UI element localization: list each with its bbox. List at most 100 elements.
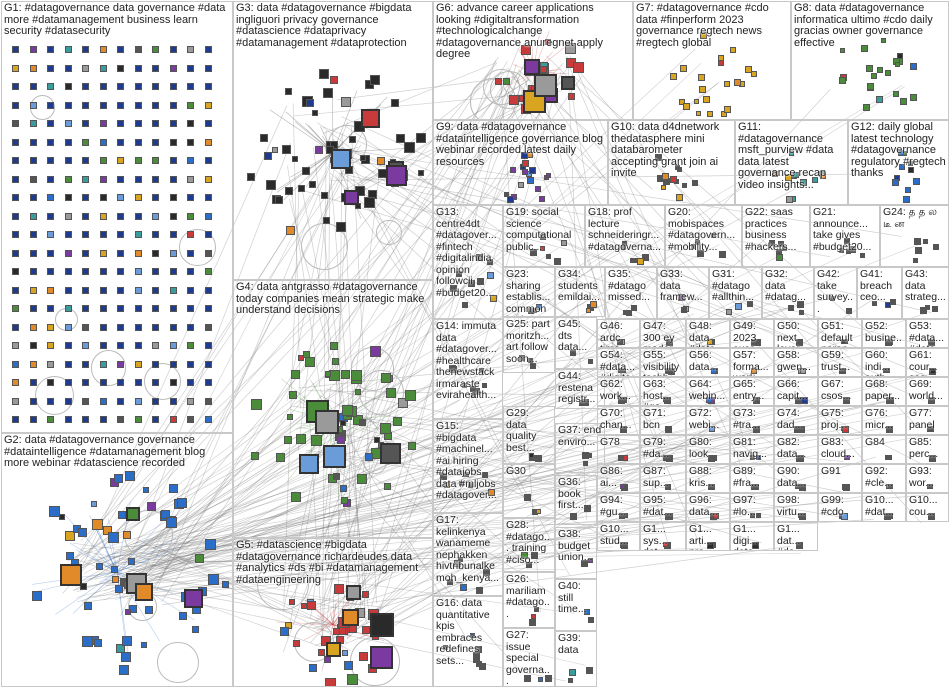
node [100,139,107,146]
node [170,102,177,109]
node [303,351,310,358]
node [117,250,124,257]
profile-node [331,149,351,169]
node [65,213,72,220]
node [251,452,259,460]
node [187,379,194,386]
node [65,194,72,201]
group-label: G61: cour... ses... [909,350,946,377]
node [187,398,194,405]
node [114,474,123,483]
node [30,250,37,257]
profile-node [344,190,359,205]
group-label: G58: gwen... [777,350,815,373]
node [386,388,396,398]
node [100,231,107,238]
group-label: G48: data #data... [689,321,727,348]
group-label: G76: micr... [865,408,903,431]
profile-node [361,109,380,128]
node [117,176,124,183]
node [152,287,159,294]
group-label: G54: #data... #digita... [600,350,637,377]
node [65,287,72,294]
node [932,306,938,312]
group-label: G88: kris... [689,466,727,489]
node [135,287,142,294]
node [170,157,177,164]
node [341,497,348,504]
node [30,379,37,386]
node [396,134,405,143]
group-label: G70: chan... [600,408,637,431]
node [405,390,416,401]
group-label: G63: host... #go... [643,379,683,406]
node [341,370,350,379]
node [503,78,510,85]
node [65,157,72,164]
node [152,176,159,183]
group-label: G74: dad... [777,408,815,431]
node [187,361,194,368]
node [309,664,317,672]
node [135,268,142,275]
node [359,652,368,661]
node [509,95,519,105]
node [117,231,124,238]
node [65,379,72,386]
group-label: G73: #tra... [733,408,771,431]
node [205,305,212,312]
group-cell-g47: G47: 300 ey moder... [640,319,686,348]
node [82,268,89,275]
node [100,416,107,423]
node [166,517,177,528]
node [631,305,637,311]
node [377,157,385,165]
node [100,361,107,368]
group-cell-g82: G82: data... [774,435,818,464]
node [359,419,366,426]
node [92,519,103,530]
group-cell-g9: G9: data #datagovernance #dataintelligen… [433,120,608,205]
node [724,106,731,113]
node [205,46,212,53]
node [135,194,142,201]
node [276,453,285,462]
profile-node [561,76,575,90]
group-label: G37: end enviro... [558,425,602,448]
group-cell-g38: G38: budget union... [555,527,597,579]
group-cell-g10x_c: G10... stud... [597,522,640,551]
profile-node [370,613,394,637]
node [100,83,107,90]
node [913,258,918,263]
node [588,359,593,364]
node [47,379,54,386]
node [135,46,142,53]
group-cell-g93: G93: wor... [906,464,949,493]
group-label: G53: #data... #data... [909,321,946,348]
node [12,268,19,275]
node [681,307,687,313]
node [47,287,54,294]
group-label: G18: prof lecture schneideringr... #data… [588,207,662,253]
group-cell-g23: G23: sharing establis... common budget..… [503,267,555,317]
group-label: G35: #datago missed... [608,269,654,304]
node [187,139,194,146]
node [724,81,730,87]
node [135,379,142,386]
group-label: G68: paper... [865,379,903,402]
group-cell-g32: G32: data #datag... [762,267,814,319]
node [476,587,483,594]
node [117,287,124,294]
node [187,342,194,349]
node [287,414,293,420]
node [205,83,212,90]
node [799,310,804,315]
group-cell-g72: G72: webi... [686,406,730,435]
node [30,65,37,72]
node [47,83,54,90]
node [152,157,159,164]
group-label: G49: 2023 auss... [733,321,771,348]
node-halo [157,642,198,683]
group-cell-g65: G65: entry... [730,377,774,406]
node [100,398,107,405]
